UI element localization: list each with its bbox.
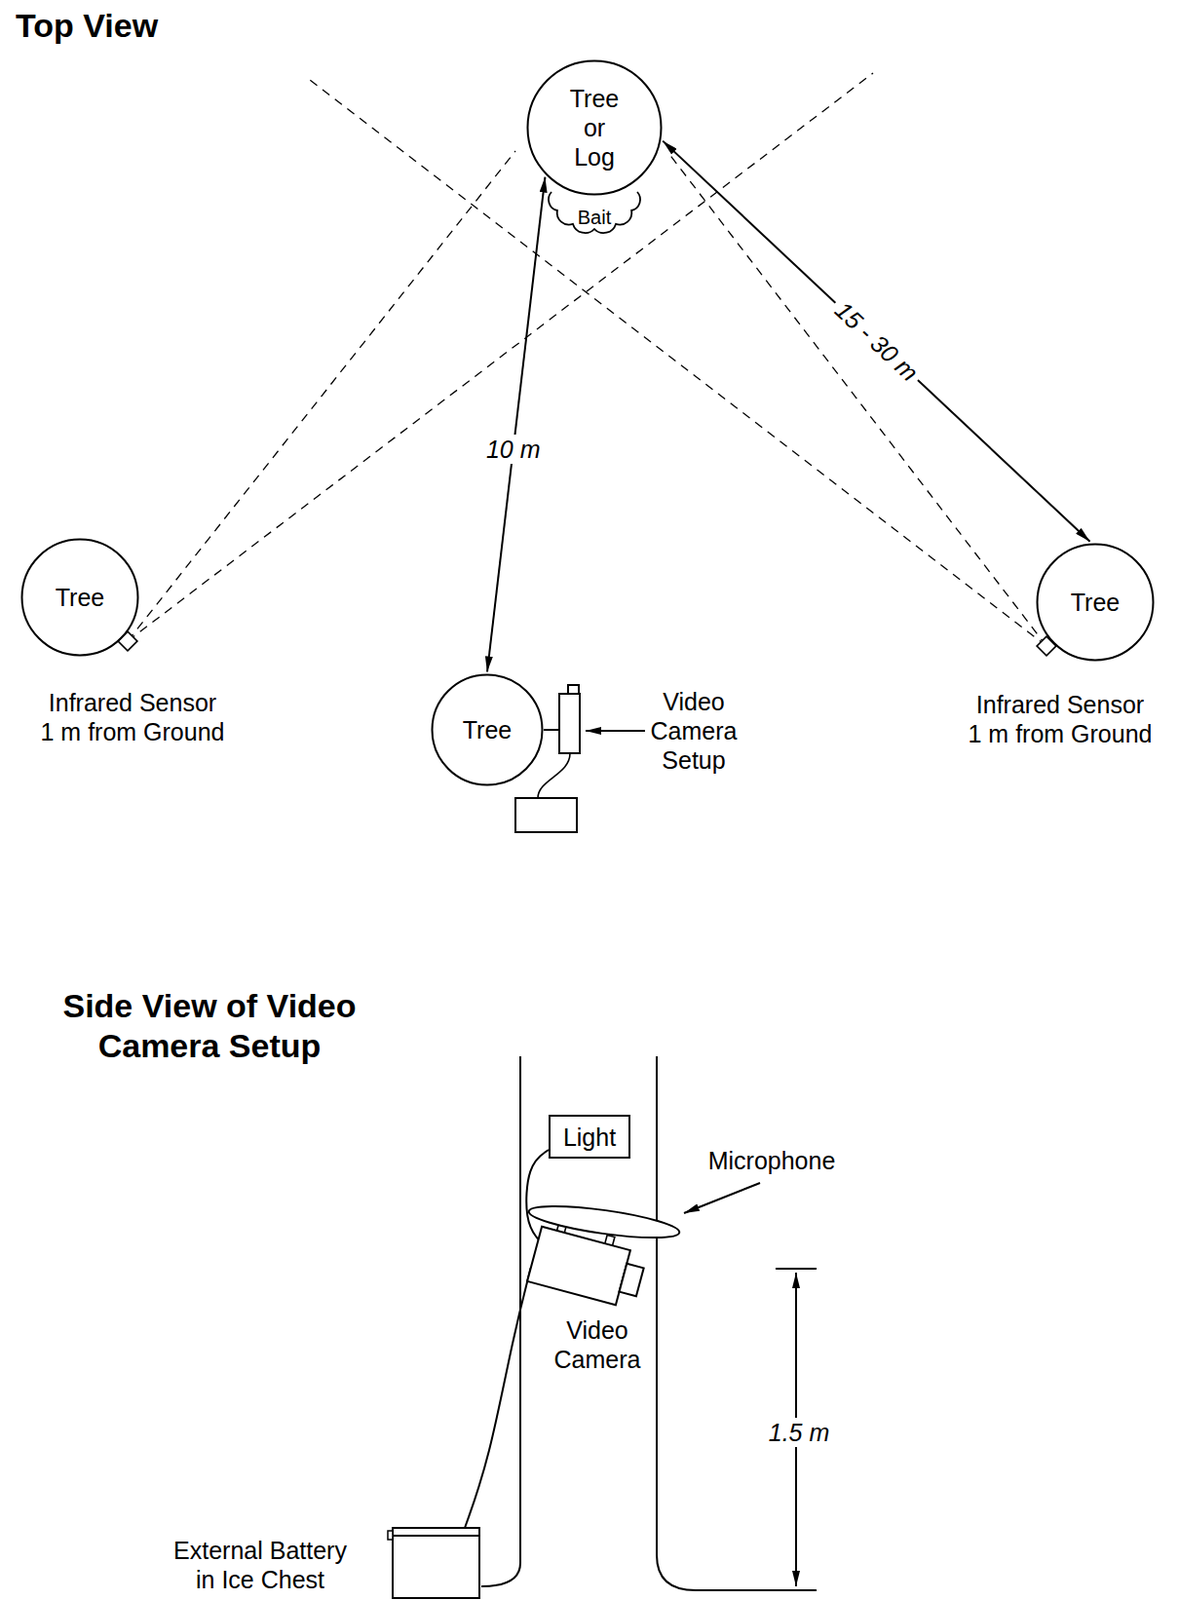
cable xyxy=(464,1267,532,1528)
light-label: Light xyxy=(563,1122,616,1152)
dimension-label: 1.5 m xyxy=(764,1417,835,1447)
dimension-arrow xyxy=(662,141,1090,542)
circle-outline xyxy=(528,61,662,195)
log-circle: Tree or Log xyxy=(526,59,663,196)
dimension-arrow xyxy=(487,177,545,673)
part-label: Microphone xyxy=(708,1145,837,1176)
circle-outline xyxy=(1037,544,1154,661)
ice-chest-box xyxy=(392,1527,480,1598)
ice-chest-latch xyxy=(387,1530,393,1540)
dimension-label: 15 - 30 m xyxy=(825,292,928,391)
camera-symbol xyxy=(559,693,580,754)
sensor-beam xyxy=(668,152,1047,647)
ice-chest-lid xyxy=(392,1534,480,1537)
sensor-beam xyxy=(305,76,1047,647)
camera-label: Video Camera xyxy=(543,1315,651,1374)
battery-label: External Battery in Ice Chest xyxy=(167,1535,353,1595)
tree-label: Tree xyxy=(36,582,124,612)
tree-trunk-edge xyxy=(481,1056,521,1587)
dimension-label: 10 m xyxy=(481,434,546,464)
tree-circle: Tree xyxy=(1035,542,1155,662)
box-outline xyxy=(549,1115,630,1158)
dimension-tick xyxy=(775,1267,817,1270)
bait-label: Bait xyxy=(577,205,611,229)
sensor-beam xyxy=(127,151,516,642)
microphone-symbol xyxy=(527,1199,682,1244)
circle-outline xyxy=(22,539,139,656)
camera-light-symbol xyxy=(568,684,579,694)
view-heading: Top View xyxy=(15,5,158,46)
view-heading: Side View of Video Camera Setup xyxy=(4,986,415,1066)
sensor-label: Infrared Sensor 1 m from Ground xyxy=(948,689,1173,749)
tree-label: Tree xyxy=(1051,587,1140,617)
leader-arrow xyxy=(684,1182,761,1214)
infrared-sensor xyxy=(1036,636,1057,656)
bait-outline xyxy=(548,191,641,233)
tree-circle: Tree xyxy=(430,673,544,787)
cable xyxy=(526,1149,549,1240)
camera-lens xyxy=(619,1263,645,1297)
ice-chest: External Battery in Ice Chest xyxy=(146,1521,483,1598)
tree-label: Tree xyxy=(443,715,532,745)
circle-outline xyxy=(432,675,543,786)
infrared-sensor xyxy=(117,631,138,651)
tree-circle: Tree xyxy=(20,537,140,657)
setup-label: Video Camera Setup xyxy=(640,686,748,775)
camera-cable xyxy=(537,753,571,799)
video-camera: Video Camera xyxy=(514,1200,681,1376)
sensor-label: Infrared Sensor 1 m from Ground xyxy=(20,687,245,747)
leader-arrow xyxy=(585,729,646,732)
sensor-beams xyxy=(127,73,1047,647)
microphone-group xyxy=(527,1199,682,1244)
camera-mount xyxy=(543,728,560,731)
battery-symbol xyxy=(515,798,577,833)
light-box: Light xyxy=(548,1114,631,1159)
connectors xyxy=(464,141,1091,1528)
bait-shape: Bait xyxy=(548,189,641,234)
log-label: Tree or Log xyxy=(565,83,624,172)
tree-trunk-edge xyxy=(656,1056,817,1591)
camera-body xyxy=(527,1226,631,1305)
